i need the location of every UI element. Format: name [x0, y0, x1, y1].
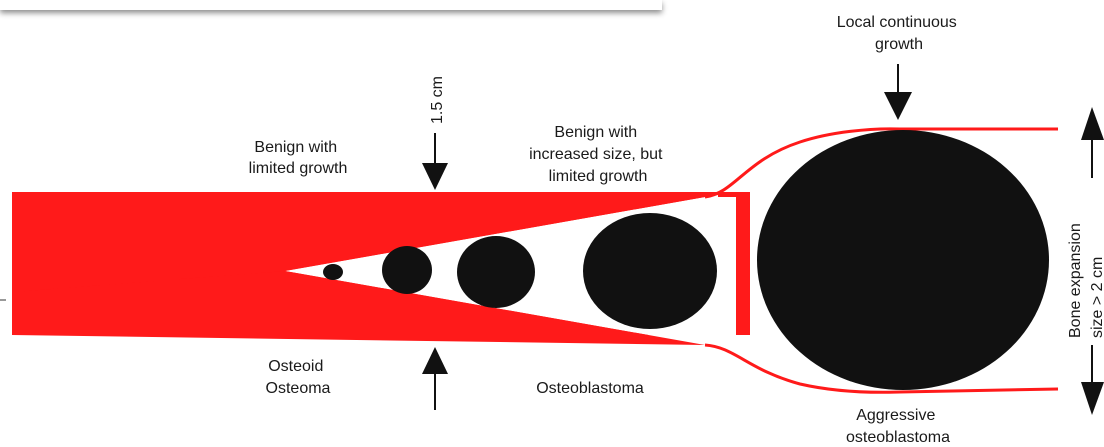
growth-arrow-head	[884, 92, 912, 120]
expansion-arrow-up-head	[1081, 107, 1104, 140]
lesion-aggressive-osteoblastoma	[757, 130, 1049, 390]
label-aggressive-line2: osteoblastoma	[846, 429, 950, 446]
label-osteoid-line1: Osteoid	[268, 358, 323, 375]
label-aggressive: Aggressive osteoblastoma	[846, 407, 950, 446]
label-aggressive-line1: Aggressive	[856, 407, 935, 424]
label-osteoid-osteoma: Osteoid Osteoma	[266, 358, 331, 397]
label-benign-increased: Benign with increased size, but limited …	[529, 124, 667, 185]
label-benign-increased-line2: increased size, but	[529, 146, 663, 163]
expansion-arrow-down-head	[1081, 382, 1104, 415]
label-size-marker: 1.5 cm	[429, 76, 446, 124]
size-arrow-down-head	[422, 163, 448, 190]
lesion-small-osteoblastoma	[382, 246, 432, 294]
label-bone-expansion-size: size > 2 cm	[1089, 257, 1104, 338]
label-bone-expansion: Bone expansion	[1067, 223, 1084, 338]
lesion-osteoid-osteoma	[323, 264, 343, 280]
label-benign-limited-line2: limited growth	[249, 160, 348, 177]
label-benign-limited: Benign with limited growth	[249, 139, 348, 177]
label-local-growth-line2: growth	[875, 36, 923, 53]
label-benign-limited-line1: Benign with	[254, 139, 337, 156]
label-local-growth: Local continuous growth	[837, 14, 962, 53]
label-benign-increased-line3: limited growth	[549, 168, 648, 185]
lesion-large-osteoblastoma	[583, 213, 717, 329]
label-local-growth-line1: Local continuous	[837, 14, 957, 31]
label-osteoid-line2: Osteoma	[266, 380, 331, 397]
label-osteoblastoma: Osteoblastoma	[536, 380, 644, 397]
size-arrow-up-head	[422, 347, 448, 374]
label-benign-increased-line1: Benign with	[554, 124, 637, 141]
lesion-medium-osteoblastoma	[457, 236, 535, 308]
